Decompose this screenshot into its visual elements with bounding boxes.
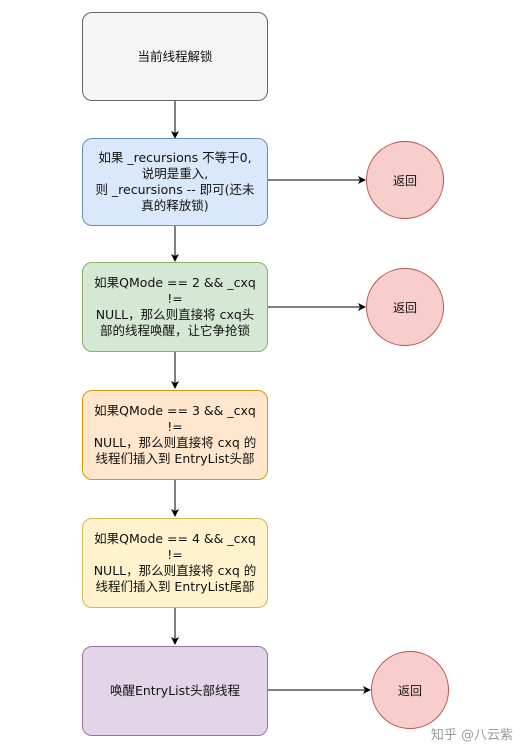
node-unlock-label: 当前线程解锁 — [137, 48, 213, 64]
node-qmode3-label: 如果QMode == 3 && _cxq != NULL，那么则直接将 cxq … — [93, 403, 257, 466]
return-node-3: 返回 — [371, 651, 449, 729]
node-qmode4-label: 如果QMode == 4 && _cxq != NULL，那么则直接将 cxq … — [93, 531, 257, 594]
watermark: 知乎 @八云紫 — [430, 728, 513, 743]
node-recursions-label: 如果 _recursions 不等于0, 说明是重入, 则 _recursion… — [95, 150, 255, 213]
node-unlock: 当前线程解锁 — [82, 12, 268, 101]
node-qmode2-label: 如果QMode == 2 && _cxq != NULL，那么则直接将 cxq头… — [94, 275, 256, 338]
node-wake-label: 唤醒EntryList头部线程 — [109, 683, 241, 698]
return-node-2: 返回 — [366, 268, 444, 346]
node-qmode2: 如果QMode == 2 && _cxq != NULL，那么则直接将 cxq头… — [82, 262, 268, 352]
return-node-1: 返回 — [366, 141, 444, 219]
node-wake: 唤醒EntryList头部线程 — [82, 646, 268, 736]
return-node-2-label: 返回 — [392, 300, 417, 315]
node-qmode3: 如果QMode == 3 && _cxq != NULL，那么则直接将 cxq … — [82, 390, 268, 480]
node-qmode4: 如果QMode == 4 && _cxq != NULL，那么则直接将 cxq … — [82, 518, 268, 608]
return-node-1-label: 返回 — [392, 173, 417, 188]
node-recursions: 如果 _recursions 不等于0, 说明是重入, 则 _recursion… — [82, 138, 268, 226]
return-node-3-label: 返回 — [397, 683, 422, 698]
